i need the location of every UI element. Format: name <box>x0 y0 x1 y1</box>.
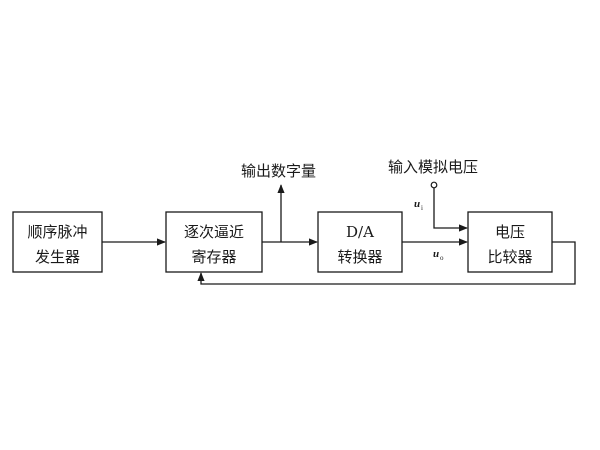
label-ui-subscript: i <box>421 204 423 212</box>
arrow-feedback-loop <box>197 241 576 285</box>
label-ui: u i <box>414 198 423 212</box>
label-uo-symbol: u <box>433 248 439 260</box>
block-pulse-generator-line2: 发生器 <box>35 248 80 266</box>
arrow-analog-input <box>433 188 468 232</box>
block-comparator: 电压 比较器 <box>467 211 553 273</box>
block-sar-register-line2: 寄存器 <box>191 248 236 266</box>
block-pulse-generator: 顺序脉冲 发生器 <box>12 211 103 273</box>
block-dac-line2: 转换器 <box>337 248 382 266</box>
block-dac: D/A 转换器 <box>317 211 403 273</box>
label-uo-subscript: o <box>440 254 444 262</box>
block-sar-register-line1: 逐次逼近 <box>184 223 244 241</box>
analog-input-terminal <box>430 181 438 189</box>
label-uo: u o <box>433 248 444 262</box>
label-analog-input: 输入模拟电压 <box>388 158 478 176</box>
block-comparator-line1: 电压 <box>495 223 525 241</box>
block-comparator-line2: 比较器 <box>487 248 532 266</box>
label-ui-symbol: u <box>414 198 420 210</box>
label-digital-output: 输出数字量 <box>241 162 316 180</box>
block-sar-register: 逐次逼近 寄存器 <box>165 211 263 273</box>
block-dac-line1: D/A <box>346 223 374 241</box>
block-pulse-generator-line1: 顺序脉冲 <box>27 223 87 241</box>
